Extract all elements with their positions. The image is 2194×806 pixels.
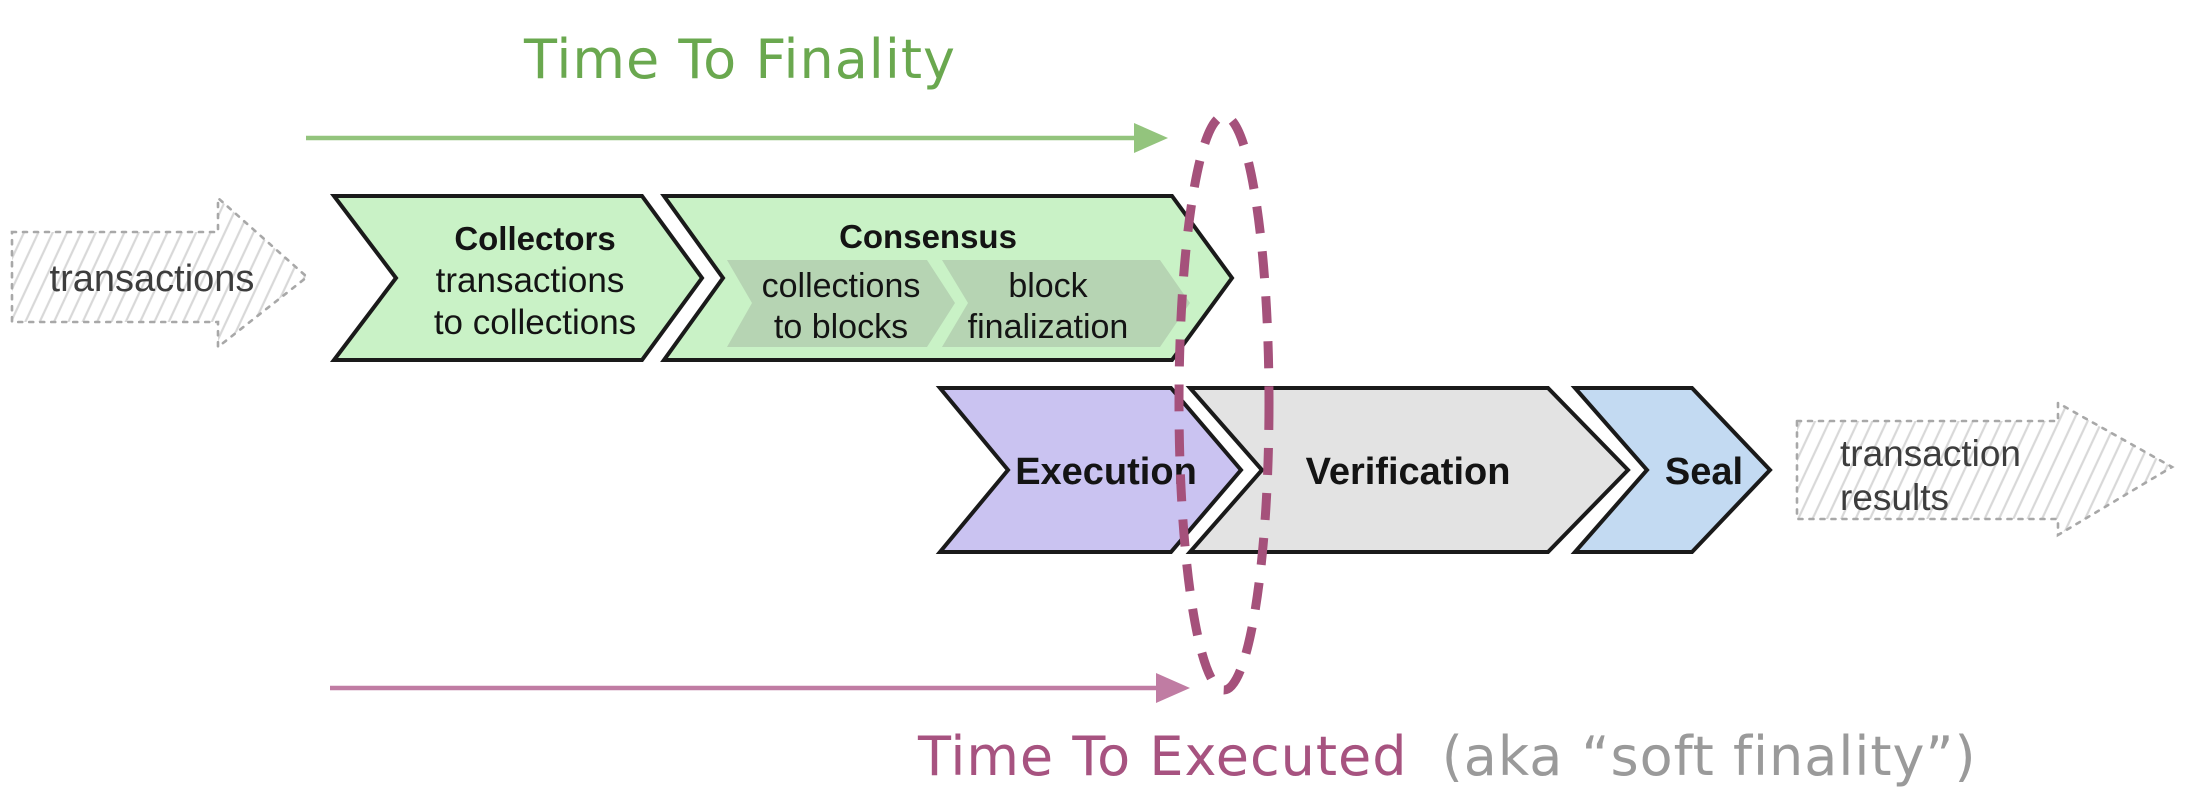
time-to-executed-suffix: (aka “soft finality”): [1442, 725, 1977, 788]
collectors-chevron: [329, 194, 705, 362]
transaction-results-output-arrow: transaction results: [1795, 400, 2175, 538]
stage-collectors: Collectors transactions to collections: [329, 194, 705, 362]
execution-chevron: [935, 386, 1244, 554]
consensus-sub-collections-line2: to blocks: [774, 308, 908, 346]
consensus-sub-finalization-chevron: [942, 260, 1190, 347]
consensus-title: Consensus: [839, 218, 1017, 255]
transaction-results-arrow-shape: [1795, 400, 2175, 538]
transactions-input-label: transactions: [50, 258, 255, 300]
consensus-sub-collections-line1: collections: [762, 267, 921, 305]
time-to-executed-label: Time To Executed: [917, 725, 1408, 788]
consensus-sub-finalization-line2: finalization: [968, 308, 1129, 346]
seal-chevron: [1570, 386, 1773, 554]
consensus-sub-finalization-line1: block: [1008, 267, 1088, 305]
collectors-line2: to collections: [434, 303, 636, 342]
time-to-executed-arrowhead: [1156, 673, 1190, 703]
stage-execution: Execution: [935, 386, 1244, 554]
transactions-input-arrow: transactions: [10, 195, 310, 350]
transactions-input-arrow-shape: [10, 195, 310, 350]
verification-chevron: [1185, 386, 1631, 554]
transaction-results-line2: results: [1840, 477, 1949, 518]
stage-consensus: Consensus collections to blocks block fi…: [660, 194, 1235, 362]
execution-title: Execution: [1015, 451, 1197, 493]
time-to-finality-arrowhead: [1134, 123, 1168, 153]
stage-seal: Seal: [1570, 386, 1773, 554]
soft-finality-boundary-ellipse: [1174, 111, 1274, 695]
transaction-results-line1: transaction: [1840, 433, 2021, 474]
verification-title: Verification: [1306, 451, 1511, 493]
time-to-executed-title: Time To Executed (aka “soft finality”): [917, 725, 1977, 788]
seal-title: Seal: [1665, 451, 1743, 493]
collectors-line1: transactions: [436, 261, 625, 300]
stage-verification: Verification: [1185, 386, 1631, 554]
consensus-sub-collections-chevron: [727, 260, 955, 347]
collectors-title: Collectors: [454, 220, 615, 257]
time-to-finality-title: Time To Finality: [523, 28, 956, 91]
